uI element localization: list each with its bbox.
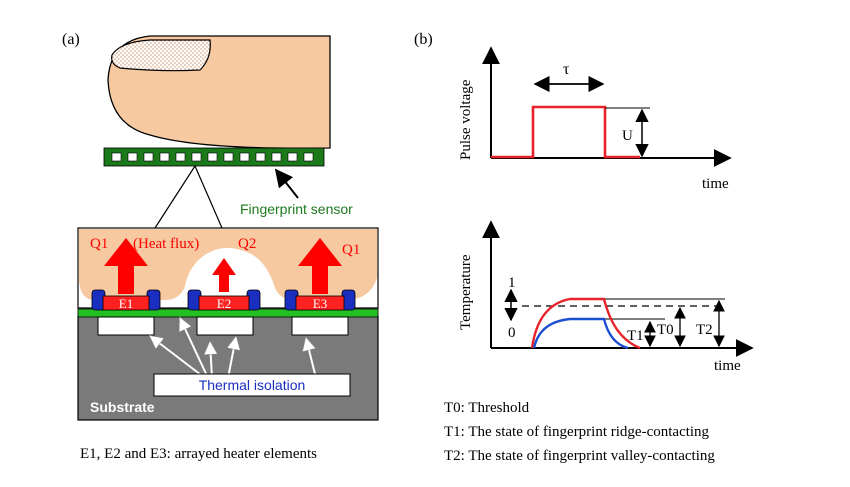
q1-left-label: Q1 [90, 236, 108, 252]
panel-a-label: (a) [62, 31, 80, 48]
heater-e1-label: E1 [119, 296, 133, 311]
tau-label: τ [563, 61, 570, 78]
t2-label: T2 [696, 322, 713, 338]
heater-e3: E3 [284, 289, 356, 311]
sensor-label-pointer [274, 168, 299, 199]
level-zero-label: 0 [508, 325, 516, 341]
sensor-cell [271, 152, 282, 162]
zoom-line-right [194, 165, 223, 229]
amplitude-label: U [622, 128, 633, 144]
level-one-label: 1 [508, 275, 516, 291]
sensor-cell [111, 152, 122, 162]
heater-e2: E2 [187, 289, 261, 311]
isolation-pointers [150, 318, 317, 379]
sensor-cell [207, 152, 218, 162]
valley-curve [530, 297, 641, 350]
ridge-curve [532, 317, 629, 350]
pulse-xlabel: time [702, 176, 729, 192]
skin-contact-region [79, 229, 377, 300]
t1-label: T1 [627, 328, 644, 344]
q1-right-label: Q1 [342, 242, 360, 258]
sensor-cell [127, 152, 138, 162]
substrate-label: Substrate [90, 399, 155, 415]
heat-flux-label: (Heat flux) [133, 236, 199, 252]
heater-e3-label: E3 [313, 296, 327, 311]
heat-arrow-q1-left [104, 238, 148, 294]
isolation-cavity-2 [196, 316, 254, 336]
heat-arrow-q1-right [298, 238, 342, 294]
pulse-plot: Pulse voltage time τ U [458, 46, 732, 192]
legend-t0: T0: Threshold [444, 400, 530, 416]
q2-label: Q2 [238, 236, 256, 252]
heater-e2-label: E2 [217, 296, 231, 311]
fingerprint-sensor-label: Fingerprint sensor [240, 201, 353, 217]
heat-arrow-q2 [212, 258, 236, 292]
panel-b-label: (b) [414, 31, 433, 48]
pulse-waveform [491, 105, 640, 159]
temperature-plot: Temperature time 1 0 T1 T0 T2 [458, 220, 754, 374]
pulse-ylabel: Pulse voltage [458, 79, 474, 160]
temp-xlabel: time [714, 358, 741, 374]
sensor-cell [159, 152, 170, 162]
sensor-cell [239, 152, 250, 162]
panel-a-caption: E1, E2 and E3: arrayed heater elements [80, 446, 317, 462]
legend-t1: T1: The state of fingerprint ridge-conta… [444, 424, 710, 440]
thermal-isolation-box [153, 373, 351, 397]
legend-t2: T2: The state of fingerprint valley-cont… [444, 448, 715, 464]
isolation-cavity-1 [97, 316, 155, 336]
temp-ylabel: Temperature [458, 254, 474, 330]
isolation-cavity-3 [291, 316, 349, 336]
sensor-cell [287, 152, 298, 162]
sensor-cell [191, 152, 202, 162]
sensor-strip [103, 147, 325, 167]
sensor-cells [111, 152, 314, 162]
t0-label: T0 [657, 322, 674, 338]
sensor-cell [223, 152, 234, 162]
legend: T0: Threshold T1: The state of fingerpri… [444, 400, 715, 464]
fingernail [111, 39, 211, 72]
sensor-cell [143, 152, 154, 162]
sensor-cell [303, 152, 314, 162]
finger-illustration [107, 35, 331, 149]
sensor-cell [255, 152, 266, 162]
thermal-isolation-label: Thermal isolation [199, 377, 306, 393]
zoom-line-left [154, 165, 196, 229]
sensor-cell [175, 152, 186, 162]
heater-e1: E1 [91, 289, 161, 311]
